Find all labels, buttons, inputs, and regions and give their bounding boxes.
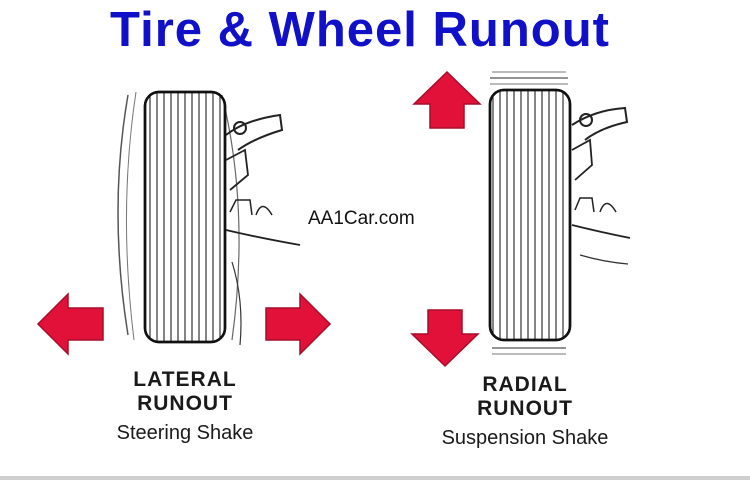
arrow-up-icon (412, 70, 482, 129)
arrow-down-icon (410, 309, 480, 368)
lateral-subtitle: Steering Shake (116, 422, 254, 444)
radial-tire-illustration (488, 71, 631, 355)
radial-heading-line1: RADIAL (482, 373, 568, 396)
lateral-tire-illustration (117, 90, 301, 346)
lateral-caption: LATERAL RUNOUT Steering Shake (95, 368, 275, 446)
bottom-divider (0, 476, 750, 480)
page-title: Tire & Wheel Runout (110, 3, 610, 57)
watermark: AA1Car.com (308, 208, 415, 229)
radial-heading-line2: RUNOUT (477, 397, 573, 420)
lateral-heading-line1: LATERAL (133, 368, 237, 391)
arrow-right-icon (265, 292, 332, 356)
arrow-left-icon (36, 292, 104, 356)
radial-caption: RADIAL RUNOUT Suspension Shake (405, 373, 645, 451)
radial-subtitle: Suspension Shake (441, 427, 609, 449)
lateral-heading-line2: RUNOUT (137, 392, 233, 415)
